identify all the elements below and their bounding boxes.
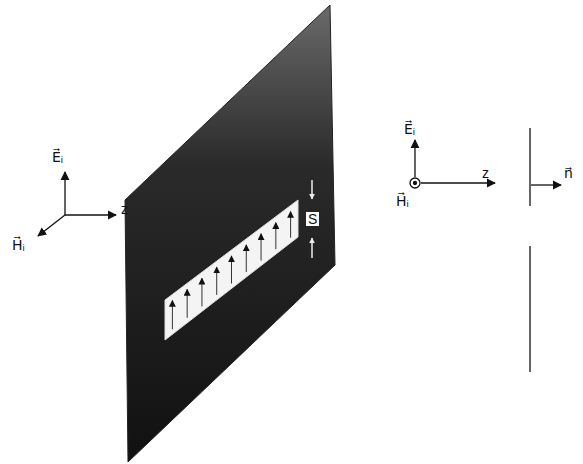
conducting-screen [125,5,335,462]
field-label: H⃗ᵢ [12,238,25,252]
side-view [410,128,561,372]
field-label: H⃗ᵢ [396,194,409,208]
dimension-arrow [311,180,313,199]
slot-aperture [165,200,298,340]
aperture-field-arrows [172,212,290,330]
axis-label: z [482,166,489,180]
field-label: E⃗ᵢ [404,122,415,136]
axes-left [38,172,116,236]
field-label: E⃗ᵢ [52,150,63,164]
axis-label: z [121,202,128,216]
normal-label: n⃗ [564,166,573,180]
dimension-label: S [306,212,319,226]
dimension-arrow [311,238,313,258]
